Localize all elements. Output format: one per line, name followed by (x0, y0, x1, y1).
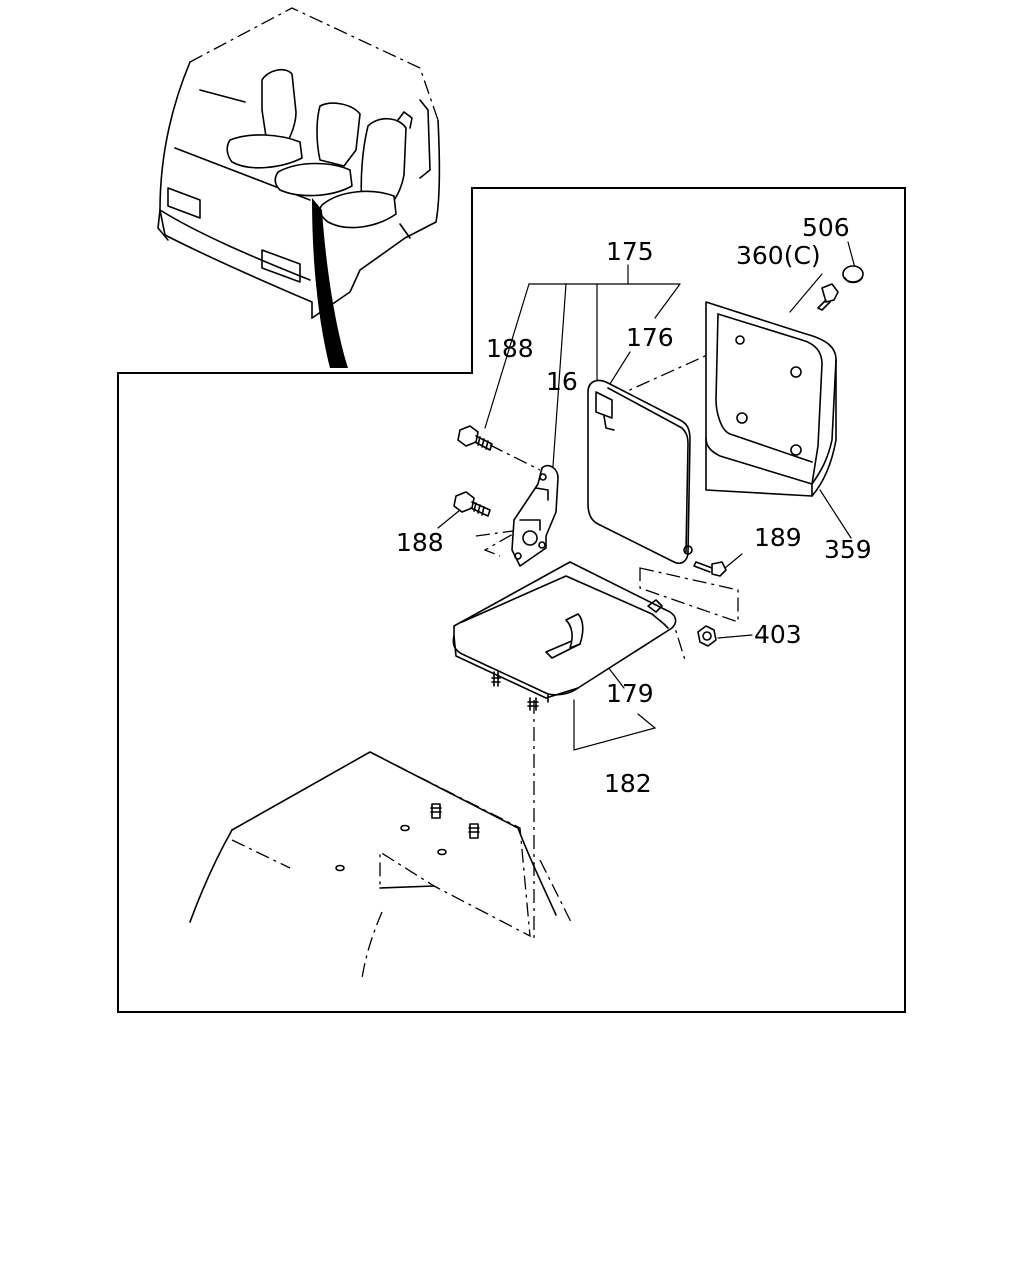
seat-cushion-182 (452, 561, 677, 711)
cap-506 (842, 265, 864, 284)
callout-188-upper: 188 (486, 334, 534, 363)
callout-182: 182 (604, 769, 652, 798)
bolt-188-upper (457, 425, 493, 451)
callout-506: 506 (802, 213, 850, 242)
callout-176: 176 (626, 323, 674, 352)
callout-labels: 175 176 188 16 188 506 360(C) 359 189 40… (396, 213, 872, 798)
seat-belt-buckle-179 (545, 613, 584, 659)
hinge-bracket-16 (511, 464, 559, 567)
bolt-189 (693, 561, 727, 577)
callout-359: 359 (824, 535, 872, 564)
bolt-188-lower (453, 491, 491, 517)
callout-360c: 360(C) (736, 241, 821, 270)
callout-189: 189 (754, 523, 802, 552)
seat-back-panel-176 (587, 379, 693, 565)
floor-seat-base (189, 751, 573, 979)
nut-403 (697, 625, 717, 647)
callout-188-lower: 188 (396, 528, 444, 557)
detail-frame (117, 187, 906, 1013)
cab-overview-inset (157, 7, 441, 368)
callout-403: 403 (754, 620, 802, 649)
callout-179: 179 (606, 679, 654, 708)
seat-back-shell-359 (705, 301, 837, 497)
callout-16: 16 (546, 367, 578, 396)
screw-360c (817, 283, 839, 311)
callout-175: 175 (606, 237, 654, 266)
